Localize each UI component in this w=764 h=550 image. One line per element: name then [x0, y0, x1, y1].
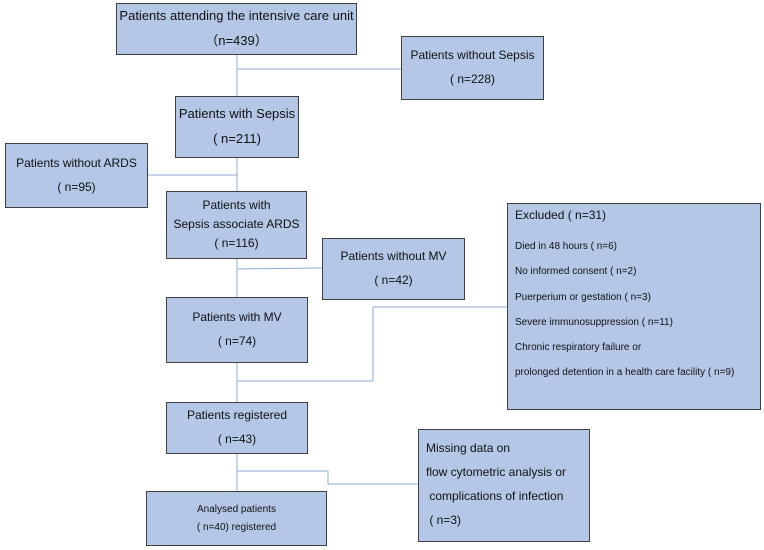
box-count: ( n=74) — [217, 334, 257, 348]
box-patients-with-sepsis: Patients with Sepsis ( n=211) — [175, 96, 299, 158]
box-text-line: Sepsis associate ARDS — [173, 216, 300, 231]
box-analysed-patients: Analysed patients ( n=40) registered — [146, 491, 327, 546]
box-missing-data: Missing data on flow cytometric analysis… — [418, 429, 590, 542]
box-patients-without-sepsis: Patients without Sepsis ( n=228) — [401, 36, 544, 100]
box-count: ( n=116) — [214, 236, 259, 251]
box-patients-attending-icu: Patients attending the intensive care un… — [116, 3, 357, 55]
excluded-item: Died in 48 hours ( n=6) — [515, 241, 618, 252]
box-text-line: Patients without MV — [340, 249, 447, 264]
excluded-item: Severe immunosuppression ( n=11) — [515, 317, 673, 328]
box-text-line: Patients without ARDS — [16, 155, 137, 170]
excluded-item: No informed consent ( n=2) — [515, 266, 637, 277]
box-text-line: Patients registered — [186, 408, 288, 423]
missing-text-line: complications of infection — [426, 489, 564, 503]
box-text-line: Patients with Sepsis — [178, 106, 296, 122]
box-count: ( n=42) — [374, 273, 413, 287]
missing-text-line: ( n=3) — [426, 513, 462, 527]
excluded-item: Puerperium or gestation ( n=3) — [515, 292, 651, 303]
box-excluded: Excluded ( n=31) Died in 48 hours ( n=6)… — [507, 203, 761, 410]
box-text-line: Patients with MV — [192, 310, 282, 325]
box-patients-registered: Patients registered ( n=43) — [166, 402, 308, 454]
excluded-item: prolonged detention in a health care fac… — [515, 367, 735, 378]
box-patients-with-mv: Patients with MV ( n=74) — [166, 297, 308, 363]
box-text-line: Patients without Sepsis — [410, 48, 535, 63]
box-count: ( n=40) registered — [196, 521, 277, 533]
box-count: ( n=211) — [213, 131, 261, 146]
box-text-line: Patients attending the intensive care un… — [119, 8, 354, 24]
missing-text-line: flow cytometric analysis or — [426, 465, 567, 479]
box-text-line: Analysed patients — [197, 504, 276, 515]
missing-text-line: Missing data on — [426, 441, 511, 455]
connector-to-excluded — [237, 306, 507, 382]
box-patients-without-ards: Patients without ARDS ( n=95) — [5, 143, 148, 208]
excluded-title: Excluded ( n=31) — [515, 208, 607, 222]
box-count: ( n=95) — [57, 179, 96, 194]
box-count: （n=439） — [205, 33, 268, 48]
box-patients-without-mv: Patients without MV ( n=42) — [322, 238, 465, 300]
box-patients-with-sepsis-ards: Patients with Sepsis associate ARDS ( n=… — [166, 191, 307, 259]
excluded-item: Chronic respiratory failure or — [515, 342, 642, 353]
connector-to-no-mv — [236, 267, 323, 270]
connector-to-missing — [237, 470, 418, 485]
box-count: ( n=228) — [449, 72, 496, 86]
box-count: ( n=43) — [217, 432, 257, 446]
box-text-line: Patients with — [202, 197, 271, 212]
